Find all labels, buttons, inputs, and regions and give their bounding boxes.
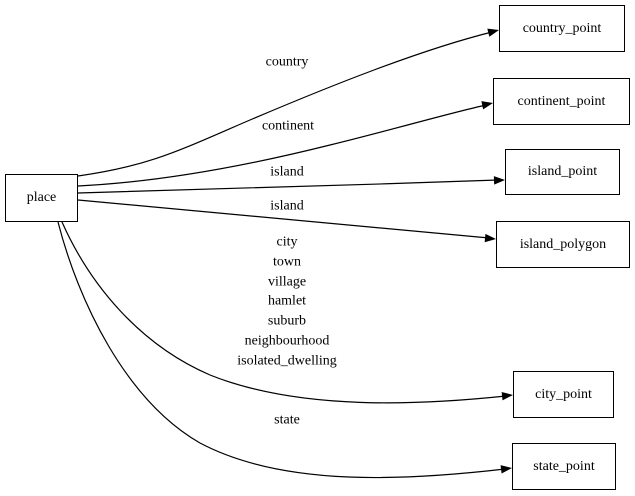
edge-island-point bbox=[77, 179, 499, 194]
graph-node-island_point[interactable]: island_point bbox=[505, 149, 620, 195]
graph-node-island_polygon[interactable]: island_polygon bbox=[496, 221, 630, 268]
edge-state-arrowhead bbox=[500, 465, 512, 474]
graph-node-country_point[interactable]: country_point bbox=[499, 5, 625, 52]
edge-city-label-line: town bbox=[272, 254, 301, 270]
edge-island-polygon-label: island bbox=[270, 198, 304, 214]
edge-city-label-line: suburb bbox=[267, 313, 307, 329]
edge-island-point-arrowhead bbox=[493, 176, 505, 185]
edge-country bbox=[77, 31, 493, 177]
edge-continent-label: continent bbox=[261, 118, 315, 134]
graph-node-city_point[interactable]: city_point bbox=[513, 371, 614, 418]
edge-continent-arrowhead bbox=[481, 101, 493, 110]
edge-city bbox=[61, 221, 507, 404]
edge-island-point-label: island bbox=[270, 164, 304, 180]
edge-country-arrowhead bbox=[487, 28, 499, 37]
edge-island-polygon-arrowhead bbox=[484, 233, 496, 243]
edge-city-label-line: city bbox=[276, 234, 298, 250]
edge-city-label-line: village bbox=[267, 274, 307, 290]
edge-state bbox=[57, 221, 506, 479]
edge-city-label: city town village hamlet suburb neighbourhood… bbox=[237, 233, 337, 372]
edge-city-arrowhead bbox=[501, 391, 513, 401]
edge-city-label-line: hamlet bbox=[267, 294, 307, 310]
edge-state-label: state bbox=[274, 412, 300, 428]
graph-node-continent_point[interactable]: continent_point bbox=[493, 78, 630, 125]
graph-node-state_point[interactable]: state_point bbox=[512, 443, 616, 490]
edge-city-label-line: neighbourhood bbox=[244, 333, 330, 349]
edge-city-label-line: isolated_dwelling bbox=[237, 353, 337, 369]
edge-continent bbox=[77, 104, 487, 187]
edge-island-polygon bbox=[77, 199, 490, 239]
edge-country-label: country bbox=[265, 54, 309, 70]
graph-node-place[interactable]: place bbox=[5, 174, 78, 222]
